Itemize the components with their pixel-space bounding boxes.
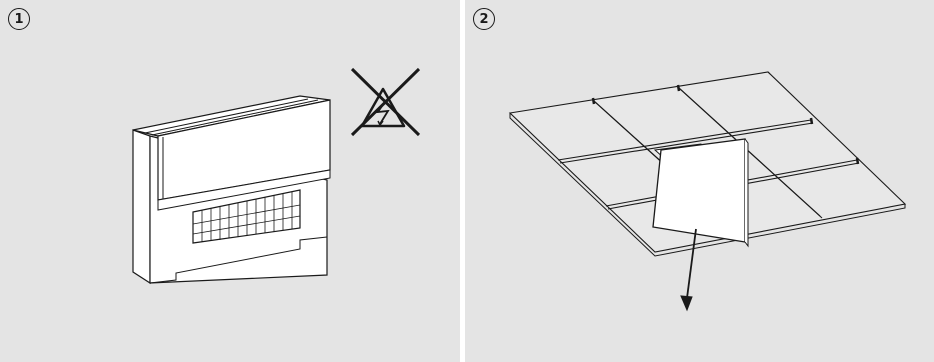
fuse-box-icon [132,129,151,285]
no-voltage-warning-icon [350,67,421,137]
step-1-panel: 1 [0,0,460,362]
down-arrow-icon [680,228,697,312]
fuse-box-illustration [132,67,421,285]
ceiling-tile-illustration [508,71,907,312]
step-2-panel: 2 [465,0,934,362]
step-number-badge: 1 [8,8,30,30]
step-number-badge: 2 [473,8,495,30]
ceiling-tile [652,138,746,243]
